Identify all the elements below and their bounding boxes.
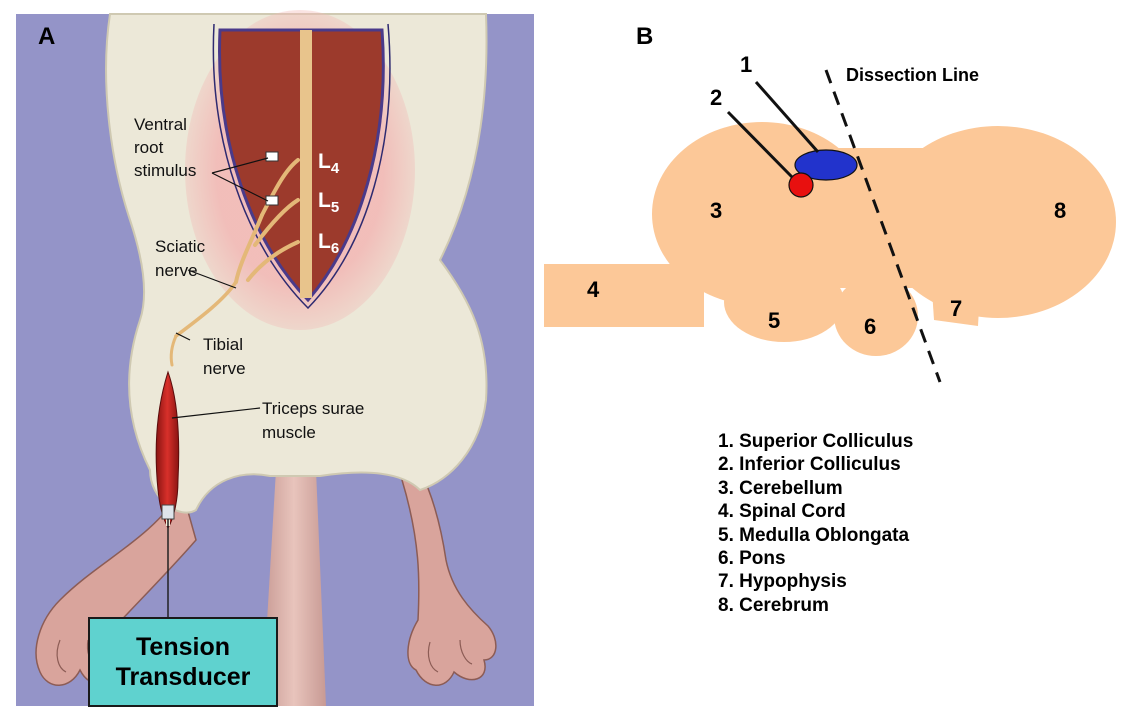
- callout-number-2: 2: [710, 85, 722, 110]
- legend-item: 6. Pons: [718, 547, 913, 570]
- tension-transducer-line-2: Transducer: [116, 662, 251, 692]
- legend-item: 2. Inferior Colliculus: [718, 453, 913, 476]
- region-number-8: 8: [1054, 198, 1066, 223]
- spinal-cord: [300, 30, 312, 298]
- region-number-7: 7: [950, 296, 962, 321]
- inferior-colliculus-shape: [789, 173, 813, 197]
- legend-item: 3. Cerebellum: [718, 477, 913, 500]
- tension-transducer-line-1: Tension: [136, 632, 230, 662]
- panel-b: 1 2 Dissection Line 3 4 5 6 7 8: [544, 52, 1116, 382]
- region-number-5: 5: [768, 308, 780, 333]
- region-number-4: 4: [587, 277, 600, 302]
- panel-a: Ventral root stimulus Sciatic nerve Tibi…: [16, 10, 534, 706]
- panel-b-letter: B: [636, 23, 653, 51]
- tension-transducer-box: Tension Transducer: [88, 617, 278, 707]
- legend-item: 5. Medulla Oblongata: [718, 524, 913, 547]
- region-number-3: 3: [710, 198, 722, 223]
- legend-item: 1. Superior Colliculus: [718, 430, 913, 453]
- tendon-clamp: [162, 505, 174, 519]
- brain-region-legend: 1. Superior Colliculus 2. Inferior Colli…: [718, 430, 913, 617]
- region-number-6: 6: [864, 314, 876, 339]
- legend-item: 8. Cerebrum: [718, 594, 913, 617]
- legend-item: 7. Hypophysis: [718, 570, 913, 593]
- legend-item: 4. Spinal Cord: [718, 500, 913, 523]
- panel-a-letter: A: [38, 23, 55, 51]
- callout-number-1: 1: [740, 52, 752, 77]
- dissection-line-label: Dissection Line: [846, 65, 979, 85]
